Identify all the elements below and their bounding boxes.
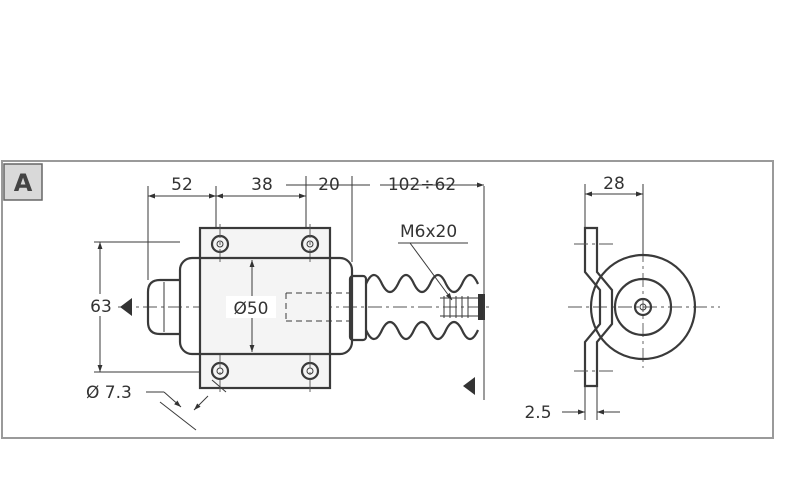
end-nut [478, 294, 485, 320]
side-view-bore [633, 297, 653, 317]
dim-2-5: 2.5 [524, 403, 551, 423]
dim-dia-7-3: Ø 7.3 [86, 383, 132, 403]
left-direction-marker [120, 298, 132, 316]
bellows-top [364, 273, 480, 294]
dim-dia-50: Ø50 [233, 299, 268, 319]
dim-63: 63 [90, 297, 112, 317]
side-view-middle-circle [613, 277, 673, 337]
dim-102-62: 102÷62 [388, 175, 456, 195]
dim-m6x20: M6x20 [400, 222, 457, 242]
dim-52: 52 [171, 175, 193, 195]
bellows-bottom [364, 320, 480, 341]
dim-28: 28 [603, 174, 625, 194]
dim-20: 20 [318, 175, 340, 195]
panel-label-badge: A [3, 163, 43, 201]
cylinder-body [178, 256, 354, 356]
front-view-dimensions: 52 38 20 102÷62 M6x20 63 Ø50 Ø 7.3 [86, 175, 485, 431]
dim-38: 38 [251, 175, 273, 195]
left-plunger-cap [146, 278, 180, 336]
right-direction-marker [463, 377, 475, 395]
side-view-dimensions: 28 2.5 [524, 174, 644, 423]
panel-label: A [14, 169, 33, 197]
